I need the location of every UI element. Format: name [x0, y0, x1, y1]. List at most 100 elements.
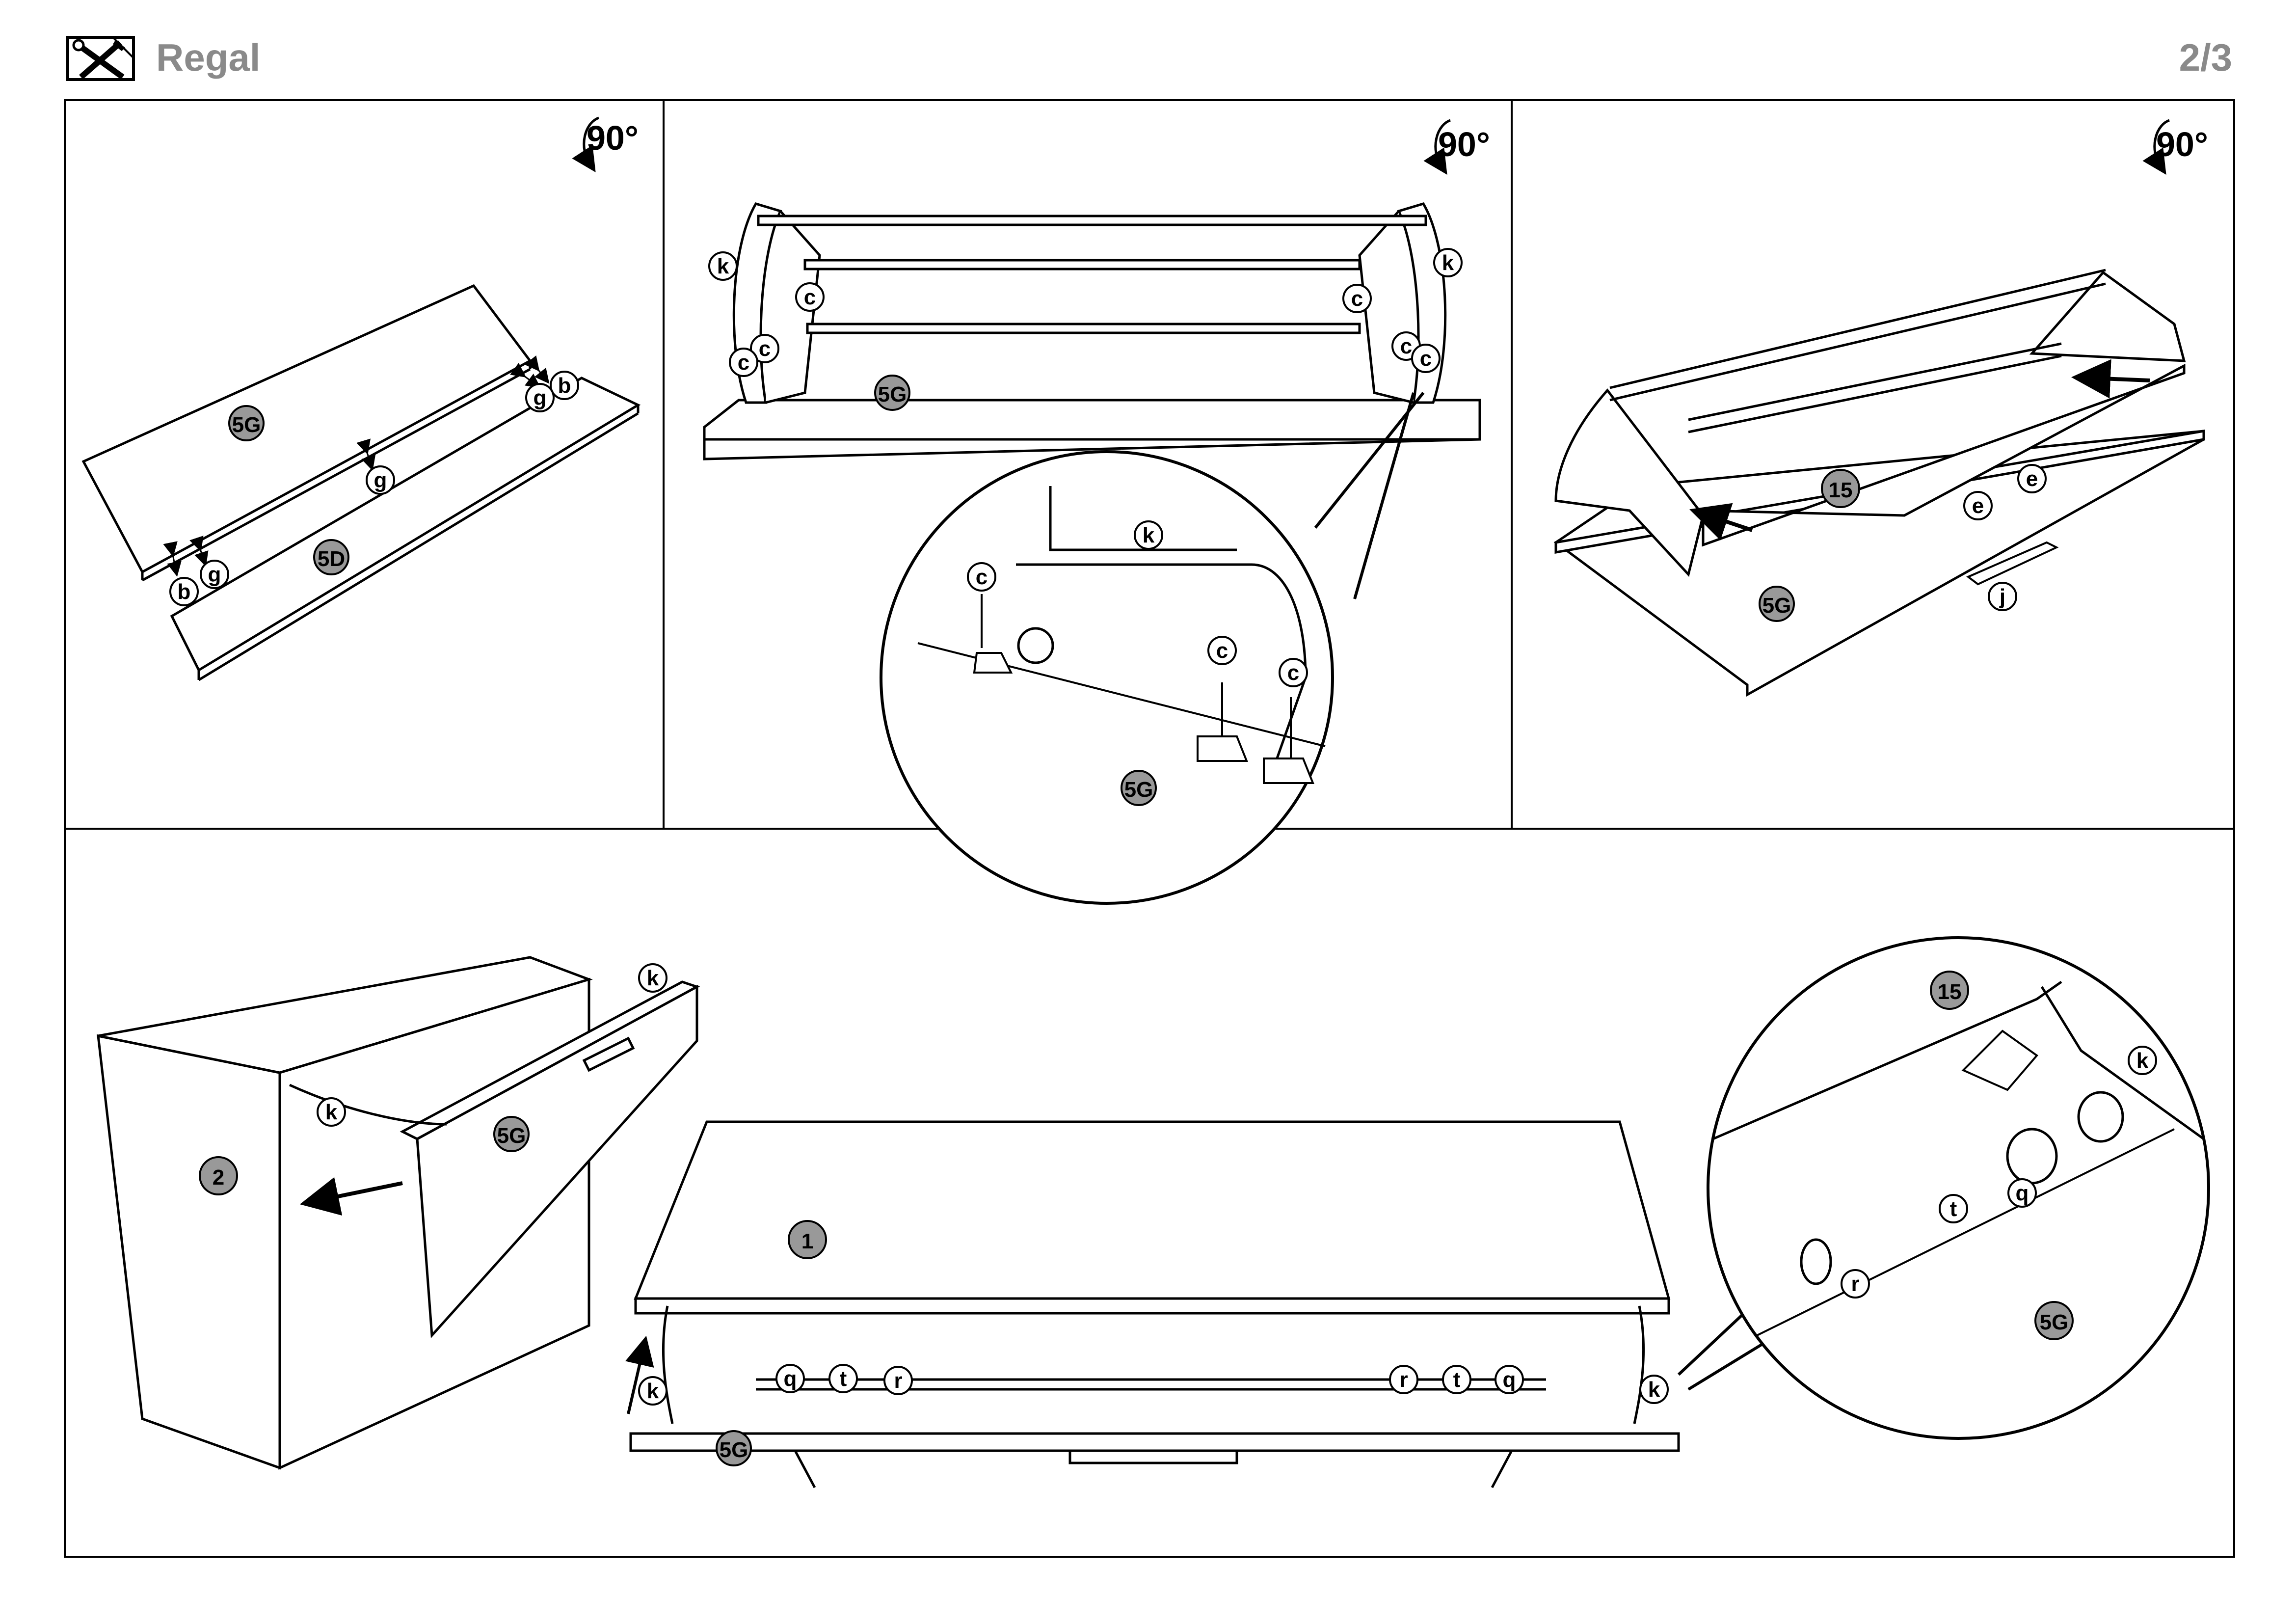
cabinet-left-arrow	[299, 1177, 403, 1216]
callout-q: q	[1495, 1365, 1524, 1394]
rotation-indicator-1: 90°	[572, 116, 639, 172]
callout-5G: 5G	[228, 405, 265, 441]
rotation-label: 90°	[1438, 125, 1490, 163]
svg-text:k: k	[647, 1379, 659, 1403]
tools-icon	[66, 36, 135, 81]
cabinet-center-arrow	[625, 1335, 654, 1414]
callout-5G: 5G	[1759, 586, 1795, 622]
svg-text:k: k	[717, 254, 729, 278]
svg-text:5G: 5G	[2040, 1310, 2069, 1334]
svg-text:g: g	[374, 468, 387, 492]
callout-5G: 5G	[493, 1116, 530, 1152]
svg-text:k: k	[325, 1100, 338, 1124]
svg-text:c: c	[1351, 287, 1363, 311]
svg-text:r: r	[1399, 1368, 1408, 1392]
callout-t: t	[1939, 1194, 1968, 1223]
callout-5G: 5G	[1121, 770, 1157, 806]
panel-1-boards	[81, 284, 641, 681]
svg-text:g: g	[208, 563, 221, 587]
callout-c: c	[729, 348, 758, 377]
callout-5G: 5G	[874, 375, 910, 411]
svg-text:r: r	[894, 1369, 902, 1393]
svg-text:q: q	[2016, 1181, 2029, 1205]
svg-text:j: j	[1999, 585, 2005, 609]
svg-text:q: q	[784, 1367, 797, 1391]
svg-text:k: k	[1143, 523, 1155, 547]
callout-t: t	[1442, 1365, 1471, 1394]
callout-g: g	[200, 560, 229, 589]
callout-q: q	[775, 1364, 805, 1393]
svg-text:5G: 5G	[1124, 778, 1153, 802]
callout-15: 15	[1930, 971, 1969, 1010]
callout-k: k	[638, 963, 667, 993]
svg-text:t: t	[840, 1367, 847, 1391]
callout-c: c	[1279, 658, 1308, 687]
svg-text:q: q	[1503, 1368, 1516, 1392]
cabinet-left	[97, 956, 700, 1470]
rotation-indicator-2: 90°	[1423, 119, 1490, 175]
callout-c: c	[1411, 344, 1441, 373]
svg-text:1: 1	[801, 1229, 813, 1253]
svg-text:5G: 5G	[1762, 594, 1791, 618]
callout-r: r	[883, 1366, 913, 1395]
svg-text:c: c	[759, 337, 771, 361]
svg-text:k: k	[2136, 1049, 2149, 1073]
callout-j: j	[1988, 582, 2017, 611]
svg-text:c: c	[804, 285, 816, 309]
callout-c: c	[795, 282, 825, 312]
cabinet-center	[629, 1120, 1680, 1489]
callout-5G: 5G	[2034, 1301, 2074, 1340]
svg-text:k: k	[647, 966, 659, 990]
svg-text:c: c	[1420, 347, 1432, 371]
callout-b: b	[169, 577, 199, 606]
svg-text:k: k	[1648, 1378, 1660, 1402]
callout-5G: 5G	[716, 1430, 752, 1466]
callouts: 5G 5D b g g b g k k c c c c c c 5G k c c…	[169, 248, 2157, 1466]
rotation-indicator-3: 90°	[2142, 119, 2208, 175]
callout-g: g	[366, 465, 395, 495]
panel-3-arrows	[1689, 359, 2150, 541]
svg-text:15: 15	[1938, 980, 1962, 1004]
callout-q: q	[2007, 1178, 2037, 1208]
svg-text:15: 15	[1829, 478, 1853, 502]
rotation-label: 90°	[587, 119, 639, 157]
page-title: Regal	[156, 36, 261, 79]
callout-r: r	[1389, 1365, 1418, 1394]
callout-e: e	[2017, 464, 2047, 493]
page-number: 2/3	[2179, 36, 2232, 79]
svg-text:5G: 5G	[878, 382, 907, 406]
svg-text:5G: 5G	[232, 413, 261, 437]
svg-text:k: k	[1442, 251, 1454, 275]
callout-c: c	[750, 334, 779, 363]
callout-e: e	[1963, 491, 1993, 520]
callout-r: r	[1841, 1269, 1870, 1299]
svg-text:c: c	[738, 351, 749, 375]
svg-text:c: c	[976, 565, 988, 589]
callout-k: k	[708, 251, 738, 281]
svg-text:b: b	[178, 580, 191, 604]
svg-text:c: c	[1216, 639, 1228, 663]
callout-k: k	[638, 1376, 667, 1406]
callout-c: c	[967, 562, 996, 592]
svg-text:5G: 5G	[497, 1124, 526, 1148]
panel-2-assembly	[703, 202, 1481, 460]
callout-c: c	[1207, 636, 1237, 665]
detail-zoom-2	[1677, 936, 2210, 1440]
svg-text:t: t	[1950, 1197, 1957, 1221]
svg-text:2: 2	[213, 1165, 224, 1190]
svg-text:g: g	[534, 386, 547, 410]
callout-2: 2	[199, 1156, 238, 1195]
callout-b: b	[550, 371, 579, 400]
panel-3-assembly	[1553, 269, 2205, 697]
svg-text:5D: 5D	[318, 547, 345, 571]
callout-1: 1	[788, 1220, 827, 1259]
svg-text:e: e	[2026, 467, 2038, 491]
rotation-label: 90°	[2156, 125, 2208, 163]
strip-j	[1966, 541, 2059, 586]
detail-zoom-1	[880, 392, 1425, 905]
svg-text:5G: 5G	[720, 1438, 748, 1462]
callout-k: k	[1639, 1375, 1669, 1404]
callout-k: k	[1134, 520, 1163, 550]
callout-c: c	[1342, 284, 1372, 313]
callout-g: g	[525, 383, 555, 412]
